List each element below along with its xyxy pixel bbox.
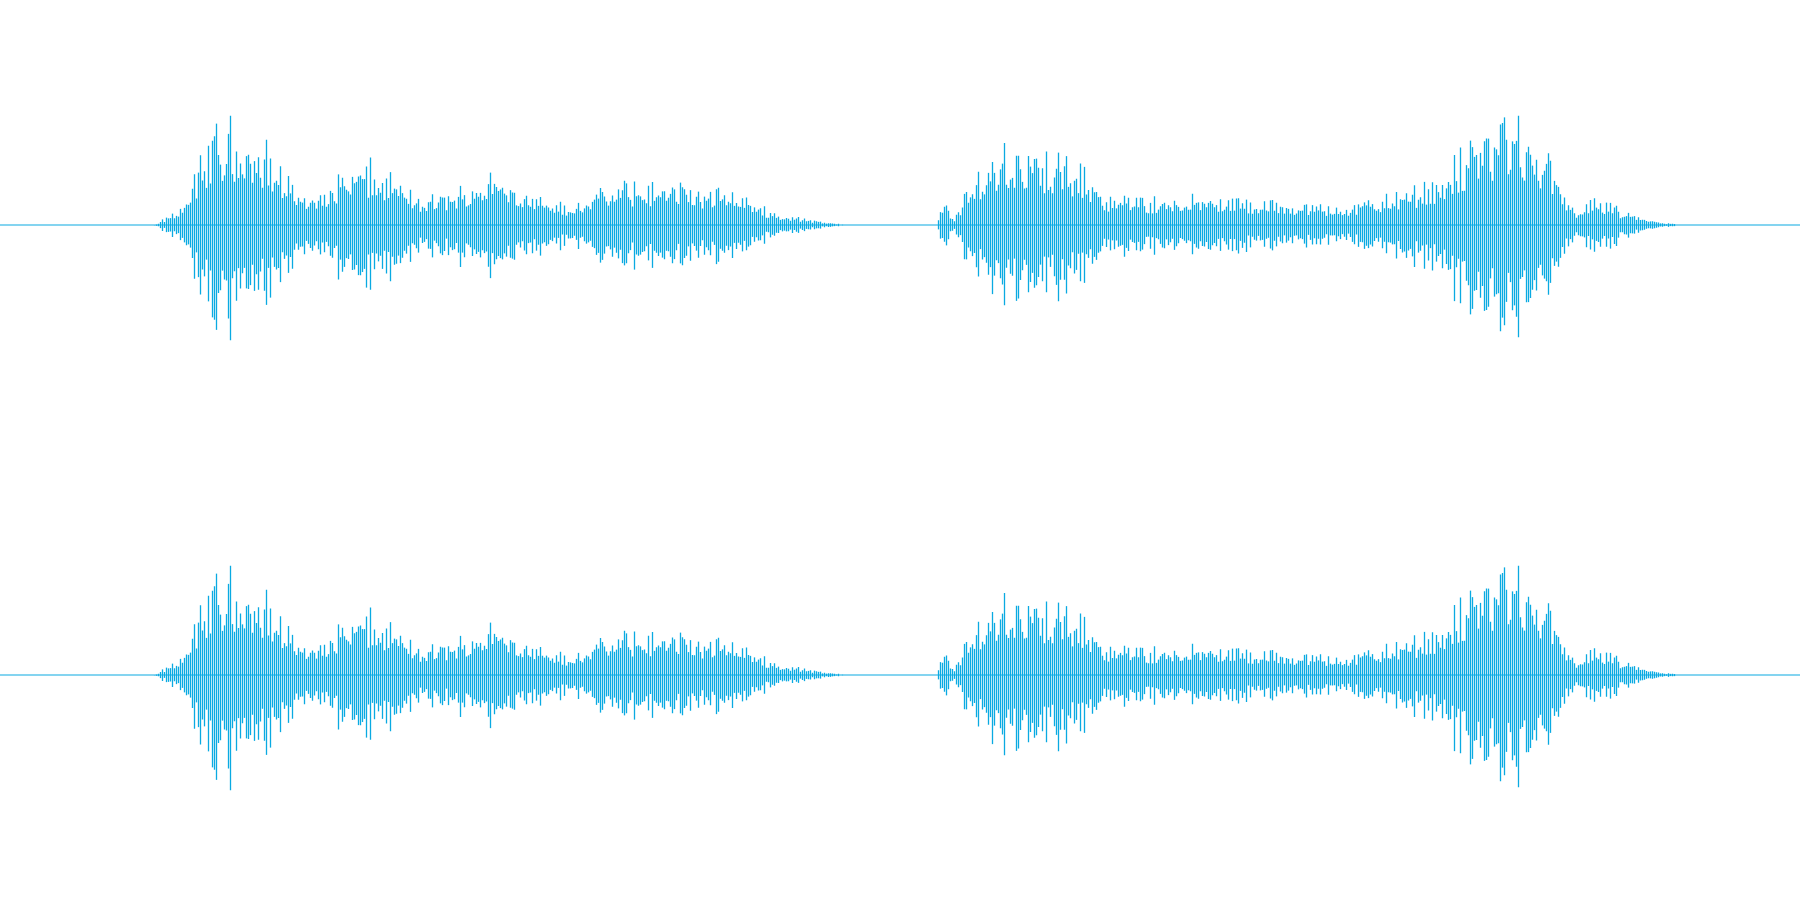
waveform-signal bbox=[153, 115, 1682, 341]
waveform-channel-2 bbox=[0, 565, 1800, 791]
waveform-signal bbox=[153, 565, 1682, 791]
waveform-channel-1 bbox=[0, 115, 1800, 341]
